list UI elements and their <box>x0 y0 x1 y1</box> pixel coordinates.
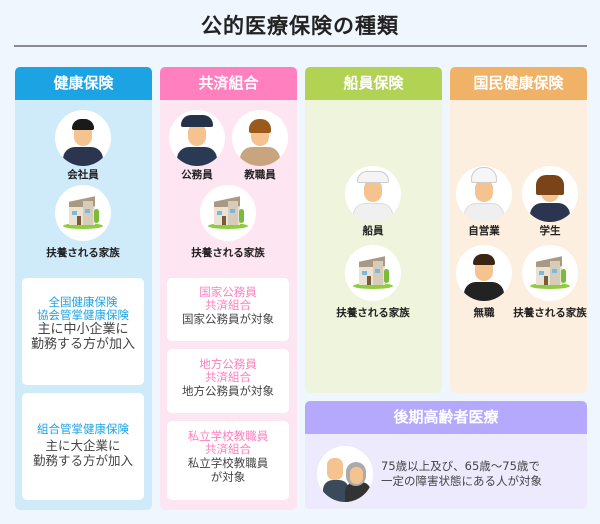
column-body: 船員 扶養される家族 <box>305 100 442 393</box>
koki-koreisha-iryo-section: 後期高齢者医療 75歳以上及び、65歳～75歳で 一定の障害状態にある人が対象 <box>305 401 587 509</box>
column-senin-hoken: 船員保険 船員 扶養される家族 <box>305 67 442 393</box>
person-unemployed: 無職 <box>452 245 516 319</box>
unemployed-icon <box>456 245 512 301</box>
house-icon <box>522 245 578 301</box>
sailor-icon <box>345 166 401 222</box>
column-header: 健康保険 <box>15 67 152 100</box>
chef-icon <box>456 166 512 222</box>
person-dependent-family: 扶養される家族 <box>336 245 410 319</box>
person-civil-servant: 公務員 <box>165 110 229 181</box>
teacher-icon <box>232 110 288 166</box>
page-title: 公的医療保険の種類 <box>201 14 399 38</box>
person-teacher: 教職員 <box>228 110 292 181</box>
card-kumiai-kenpo: 組合管掌健康保険 主に大企業に 勤務する方が加入 <box>22 393 144 500</box>
card-shiritsu-gakko: 私立学校教職員 共済組合 私立学校教職員 が対象 <box>167 421 289 500</box>
column-kenko-hoken: 健康保険 会社員 扶養される家族 全国健康保険 協会管掌健康保険 主に中小企業に… <box>15 67 152 510</box>
card-kokka-komuin: 国家公務員 共済組合 国家公務員が対象 <box>167 278 289 341</box>
section-header: 後期高齢者医療 <box>305 401 587 434</box>
house-icon <box>55 185 111 241</box>
student-icon <box>522 166 578 222</box>
person-dependent-family: 扶養される家族 <box>191 185 265 259</box>
column-body: 公務員 教職員 扶養される家族 国家公務員 共済組合 国家公務員が対象 地方公務… <box>160 100 297 510</box>
column-body: 自営業 学生 無職 扶養される家族 <box>450 100 587 393</box>
office-worker-icon <box>55 110 111 166</box>
elderly-couple-icon <box>317 446 373 502</box>
person-self-employed: 自営業 <box>452 166 516 237</box>
column-header: 国民健康保険 <box>450 67 587 100</box>
column-body: 会社員 扶養される家族 全国健康保険 協会管掌健康保険 主に中小企業に 勤務する… <box>15 100 152 510</box>
person-sailor: 船員 <box>341 166 405 237</box>
title-divider <box>14 45 587 47</box>
person-student: 学生 <box>518 166 582 237</box>
column-header: 船員保険 <box>305 67 442 100</box>
column-kyosai-kumiai: 共済組合 公務員 教職員 扶養される家族 国家公 <box>160 67 297 510</box>
column-header: 共済組合 <box>160 67 297 100</box>
person-dependent-family: 扶養される家族 <box>513 245 587 319</box>
police-officer-icon <box>169 110 225 166</box>
card-chiho-komuin: 地方公務員 共済組合 地方公務員が対象 <box>167 349 289 413</box>
person-office-worker: 会社員 <box>51 110 115 181</box>
koki-description: 75歳以上及び、65歳～75歳で 一定の障害状態にある人が対象 <box>381 459 542 488</box>
house-icon <box>345 245 401 301</box>
house-icon <box>200 185 256 241</box>
card-kyokai-kenpo: 全国健康保険 協会管掌健康保険 主に中小企業に 勤務する方が加入 <box>22 278 144 385</box>
column-kokumin-kenko-hoken: 国民健康保険 自営業 学生 無職 <box>450 67 587 393</box>
person-dependent-family: 扶養される家族 <box>46 185 120 259</box>
